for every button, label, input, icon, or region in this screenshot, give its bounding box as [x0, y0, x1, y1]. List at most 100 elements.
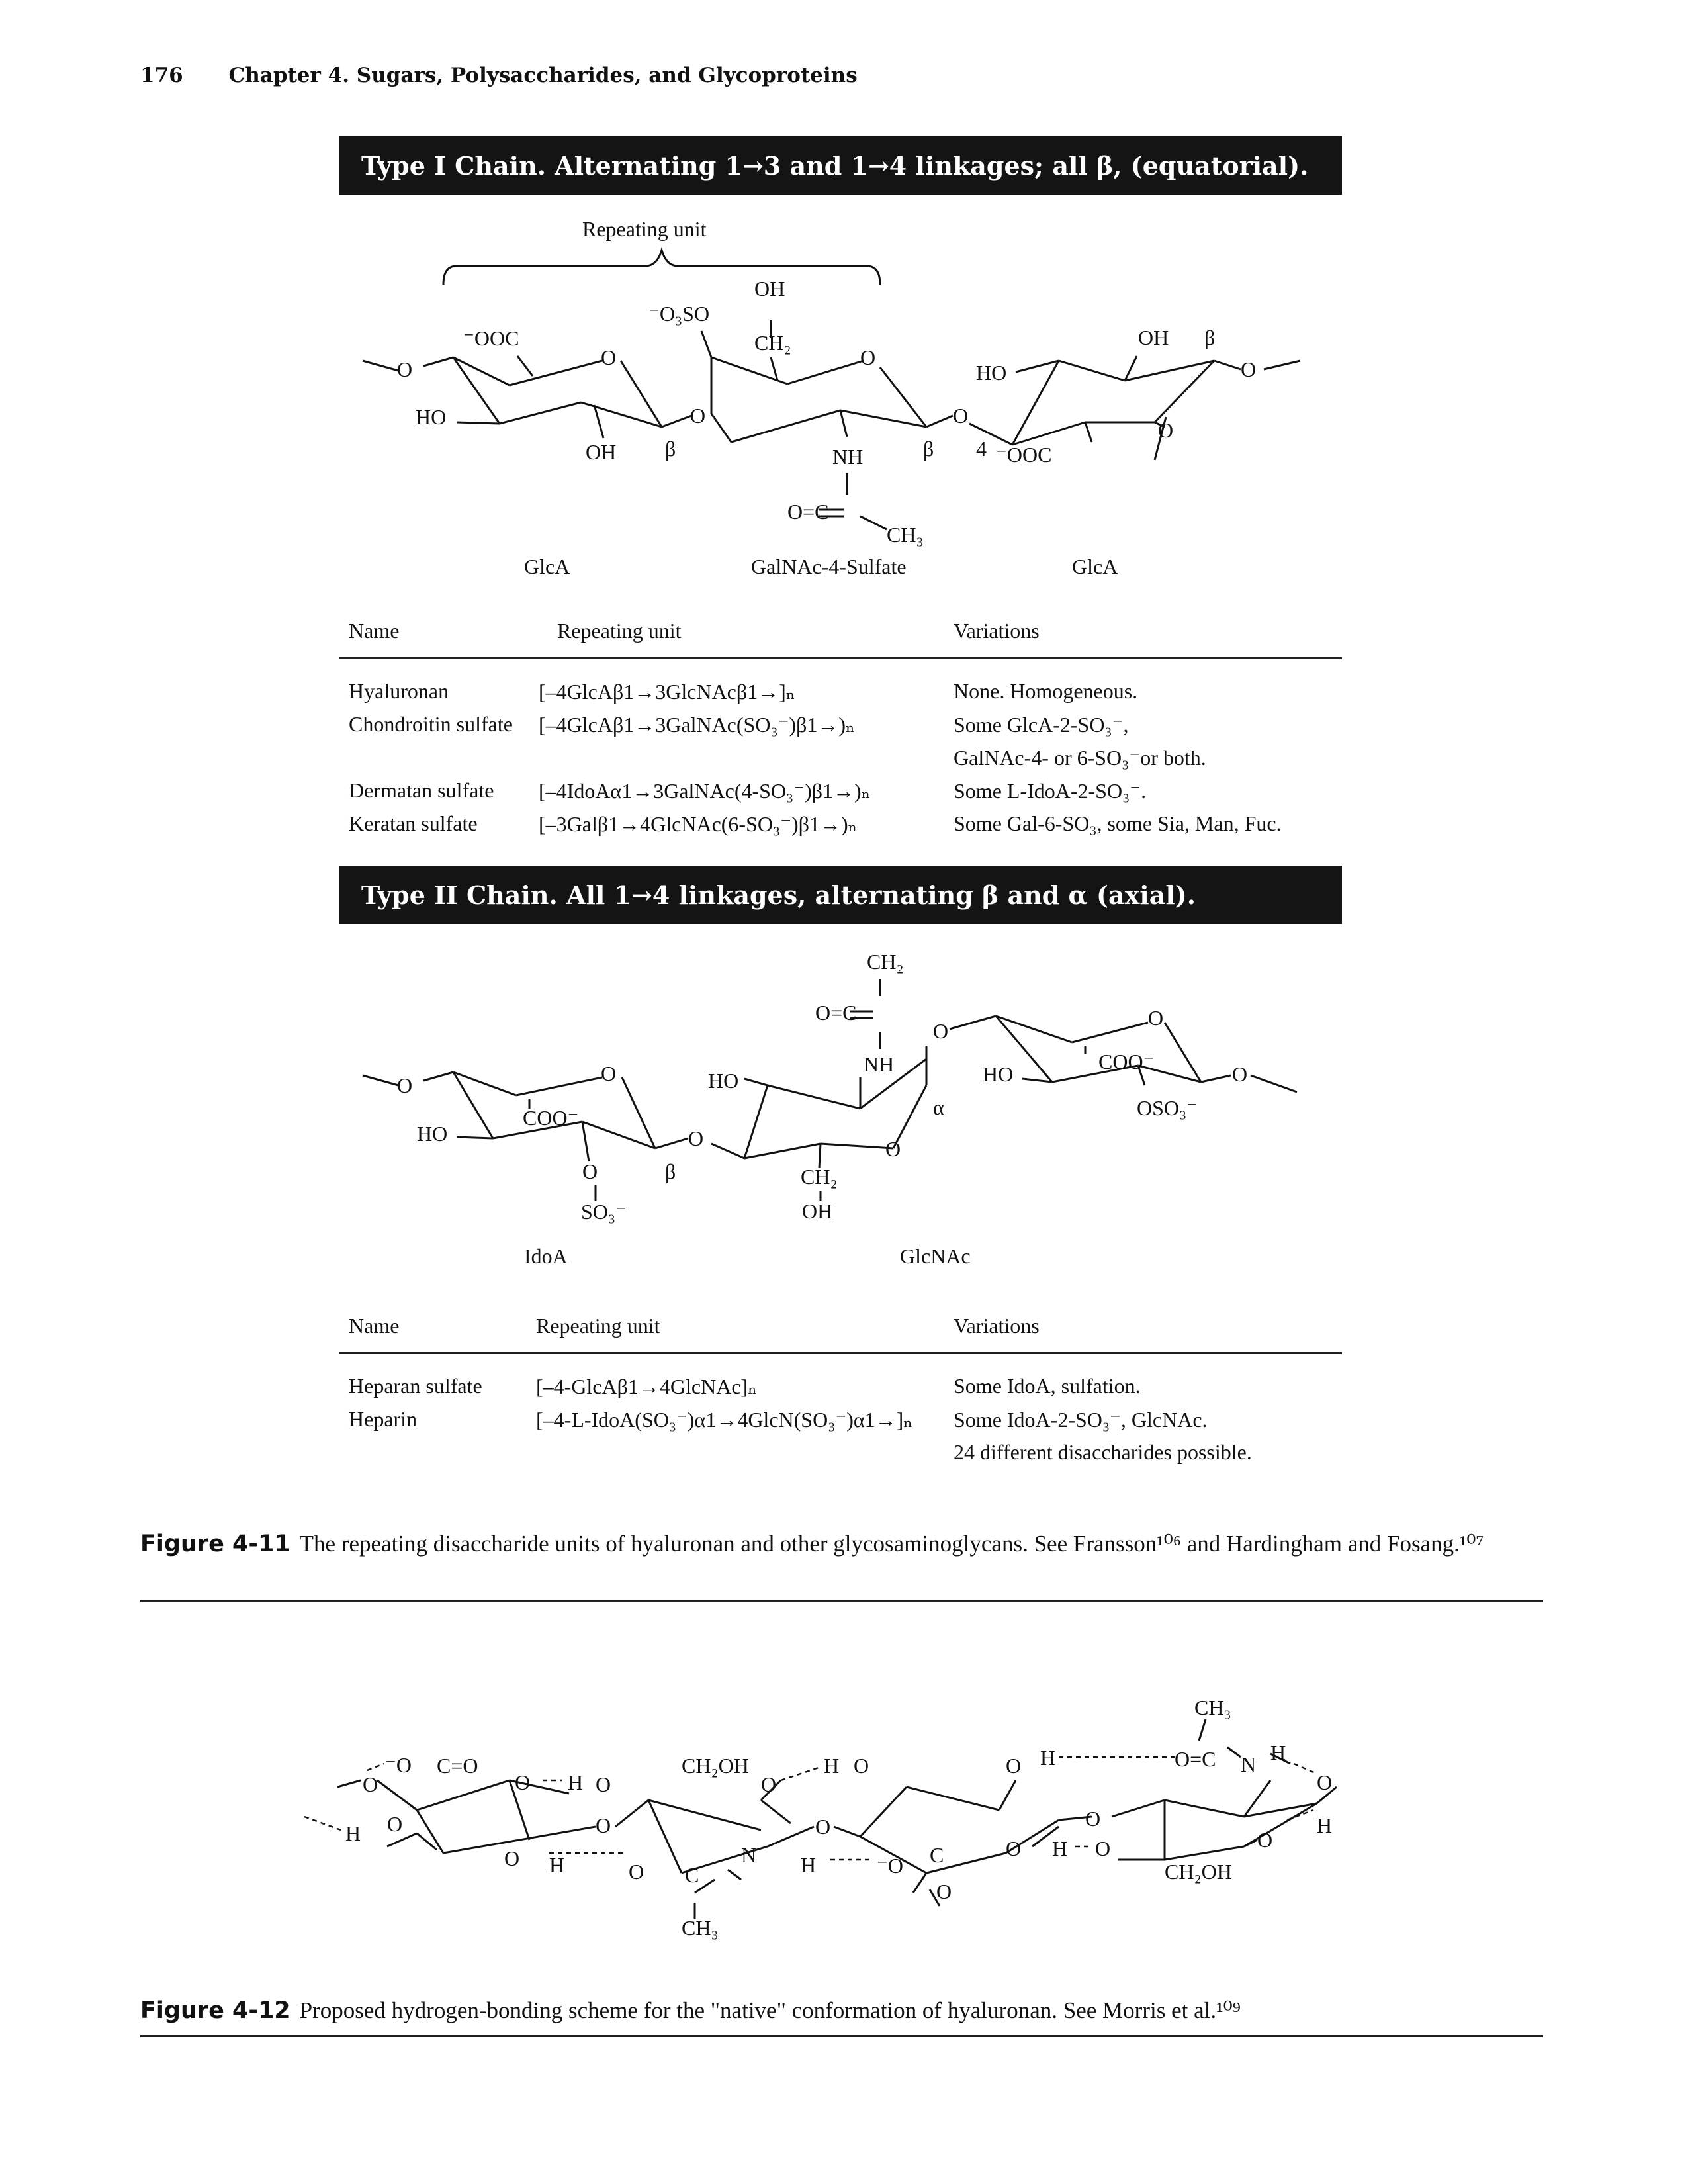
type2-o-link2: O	[933, 1019, 949, 1043]
figure-4-11-text: The repeating disaccharide units of hyal…	[299, 1531, 1484, 1557]
type1-four: 4	[976, 437, 987, 461]
running-head: 176 Chapter 4. Sugars, Polysaccharides, …	[140, 64, 858, 87]
fig12-h6: H	[1040, 1746, 1056, 1770]
type1-o-ring2: O	[860, 345, 876, 369]
fig12-o3: O	[515, 1770, 531, 1794]
type1-residue-glca-1: GlcA	[524, 555, 570, 578]
fig12-ch3b: CH₃	[1194, 1696, 1231, 1719]
row-name: Hyaluronan	[349, 679, 449, 703]
type1-o-left: O	[397, 357, 413, 381]
type2-so3: SO₃⁻	[581, 1200, 627, 1224]
col-unit: Repeating unit	[536, 1314, 660, 1338]
type2-residue-idoa: IdoA	[524, 1244, 568, 1268]
fig12-n: N	[741, 1843, 757, 1867]
type1-o3so: ⁻O₃SO	[648, 302, 710, 326]
type1-residue-glca-2: GlcA	[1072, 555, 1118, 578]
fig12-ch3a: CH₃	[682, 1916, 719, 1940]
type2-table-header: Name Repeating unit Variations	[339, 1314, 1342, 1354]
type2-o-left: O	[397, 1073, 413, 1097]
type2-o-ring2: O	[885, 1137, 901, 1161]
type2-coo1: COO⁻	[523, 1106, 579, 1130]
type1-o-link2: O	[953, 404, 969, 428]
type1-ho1: HO	[416, 405, 447, 429]
table-row: Chondroitin sulfate [–4GlcAβ1→3GalNAc(SO…	[339, 712, 1342, 745]
row-variation: Some Gal-6-SO₃, some Sia, Man, Fuc.	[954, 811, 1282, 835]
type1-o-ring3: O	[1158, 418, 1174, 442]
figure-4-12-text: Proposed hydrogen-bonding scheme for the…	[299, 1997, 1241, 2023]
type1-beta1: β	[665, 437, 676, 461]
type2-residue-glcnac: GlcNAc	[900, 1244, 971, 1268]
fig12-c-eq-o: C=O	[437, 1754, 478, 1778]
type1-ooc: ⁻OOC	[463, 326, 519, 350]
fig12-o-bottom: O	[504, 1846, 520, 1870]
type1-beta3: β	[1204, 326, 1216, 349]
row-name: Heparan sulfate	[349, 1374, 482, 1398]
type1-oh3: OH	[1138, 326, 1169, 349]
divider-rule-bottom	[140, 2035, 1543, 2037]
fig12-c1: C	[685, 1863, 699, 1887]
repeating-unit-label: Repeating unit	[582, 217, 707, 241]
row-unit: [–4GlcAβ1→3GalNAc(SO₃⁻)β1→)ₙ	[539, 713, 855, 737]
type1-nh: NH	[832, 445, 864, 469]
fig12-o-right2: O	[1257, 1828, 1273, 1852]
fig12-o2: O	[387, 1812, 403, 1836]
row-variation: 24 different disaccharides possible.	[954, 1440, 1252, 1464]
type2-oso3: OSO₃⁻	[1137, 1096, 1198, 1120]
row-unit: [–4GlcAβ1→3GlcNAcβ1→]ₙ	[539, 680, 795, 704]
fig12-o15: O	[1085, 1807, 1101, 1831]
type1-table: Name Repeating unit Variations Hyalurona…	[339, 619, 1342, 844]
row-name: Heparin	[349, 1407, 418, 1431]
type1-ho3: HO	[976, 361, 1007, 385]
type2-alpha: α	[933, 1095, 944, 1119]
col-unit: Repeating unit	[557, 619, 682, 643]
fig12-o-right1: O	[1006, 1754, 1022, 1778]
type2-o-link1: O	[688, 1126, 704, 1150]
row-name: Dermatan sulfate	[349, 778, 494, 802]
row-variation: Some GlcA-2-SO₃⁻,	[954, 713, 1129, 737]
fig12-c2: C	[930, 1843, 944, 1867]
figure-4-12-label: Figure 4-12	[140, 1997, 290, 2024]
fig12-o-mid: O	[1006, 1837, 1022, 1860]
col-name: Name	[349, 1314, 400, 1338]
type2-o-right: O	[1232, 1062, 1248, 1086]
fig12-h7: H	[1270, 1741, 1286, 1764]
type1-ch2: CH₂	[754, 331, 791, 355]
fig12-n2: N	[1241, 1752, 1257, 1776]
fig12-h8: H	[1052, 1837, 1068, 1860]
col-variations: Variations	[954, 1314, 1040, 1338]
fig12-o-mid2: O	[1095, 1837, 1111, 1860]
fig12-o5: O	[761, 1772, 777, 1796]
table-row: GalNAc-4- or 6-SO₃⁻or both.	[339, 745, 1342, 778]
fig12-o-c2: O	[936, 1880, 952, 1903]
type1-ch3: CH₃	[887, 523, 924, 547]
fig12-o-far-right: O	[1317, 1770, 1333, 1794]
fig12-o6: O	[854, 1754, 869, 1778]
type1-o-right: O	[1241, 357, 1257, 381]
type2-nh: NH	[864, 1052, 895, 1076]
fig12-o4: O	[596, 1772, 611, 1796]
type1-table-header: Name Repeating unit Variations	[339, 619, 1342, 659]
type2-coo3: COO⁻	[1098, 1050, 1155, 1073]
type2-c-eq: O=C	[815, 1001, 857, 1024]
type2-ho1: HO	[417, 1122, 448, 1146]
table-row: Heparan sulfate [–4-GlcAβ1→4GlcNAc]ₙ Som…	[339, 1374, 1342, 1407]
row-name: Keratan sulfate	[349, 811, 478, 835]
type1-beta2: β	[923, 437, 934, 461]
type2-ch2-bot: CH₂	[801, 1165, 838, 1189]
table-row: Hyaluronan [–4GlcAβ1→3GlcNAcβ1→]ₙ None. …	[339, 679, 1342, 712]
col-name: Name	[349, 619, 400, 643]
type1-oh1: OH	[586, 440, 617, 464]
type1-residue-galnac: GalNAc-4-Sulfate	[751, 555, 907, 578]
row-variation: Some IdoA, sulfation.	[954, 1374, 1141, 1398]
col-variations: Variations	[954, 619, 1040, 643]
type2-ho2: HO	[708, 1069, 739, 1093]
fig12-o8a: O	[815, 1815, 831, 1839]
table-row: Keratan sulfate [–3Galβ1→4GlcNAc(6-SO₃⁻)…	[339, 811, 1342, 844]
type2-o-ring3: O	[1148, 1006, 1164, 1030]
table-row: 24 different disaccharides possible.	[339, 1440, 1342, 1473]
fig12-h3: H	[824, 1754, 840, 1778]
fig12-h1: H	[345, 1821, 361, 1845]
